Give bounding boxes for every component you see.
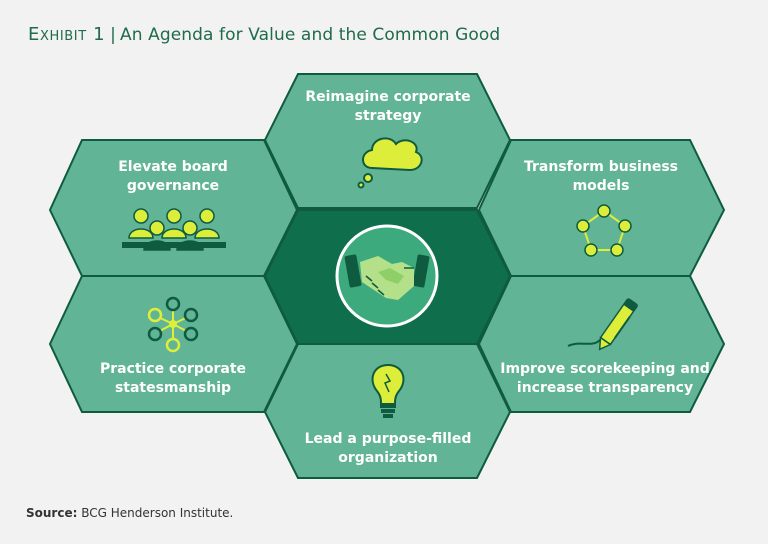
label-practice-corporate-statesmanship: Practice corporate statesmanship <box>99 361 247 396</box>
thought-cloud-icon <box>357 137 423 189</box>
title-separator: | <box>110 25 116 45</box>
label-reimagine-corporate-strategy: Reimagine corporate strategy <box>305 89 471 124</box>
source-label: Source: <box>26 506 78 520</box>
lightbulb-icon <box>371 363 405 418</box>
source-text: BCG Henderson Institute. <box>81 506 234 520</box>
label-transform-business-models: Transform business models <box>524 159 678 194</box>
exhibit-title: Exhibit 1|An Agenda for Value and the Co… <box>28 24 500 45</box>
hub-network-icon <box>147 296 199 353</box>
board-people-icon <box>122 208 226 251</box>
handshake-icon <box>335 224 439 328</box>
label-lead-purpose-filled-organization: Lead a purpose-filled organization <box>304 431 472 466</box>
label-elevate-board-governance: Elevate board governance <box>118 159 228 194</box>
network-ring-icon <box>576 204 632 257</box>
pen-signature-icon <box>567 298 638 351</box>
label-improve-scorekeeping: Improve scorekeeping and increase transp… <box>500 361 710 396</box>
exhibit-title-text: An Agenda for Value and the Common Good <box>119 25 501 45</box>
source-note: Source: BCG Henderson Institute. <box>26 506 233 520</box>
exhibit-number: Exhibit 1 <box>28 24 106 45</box>
